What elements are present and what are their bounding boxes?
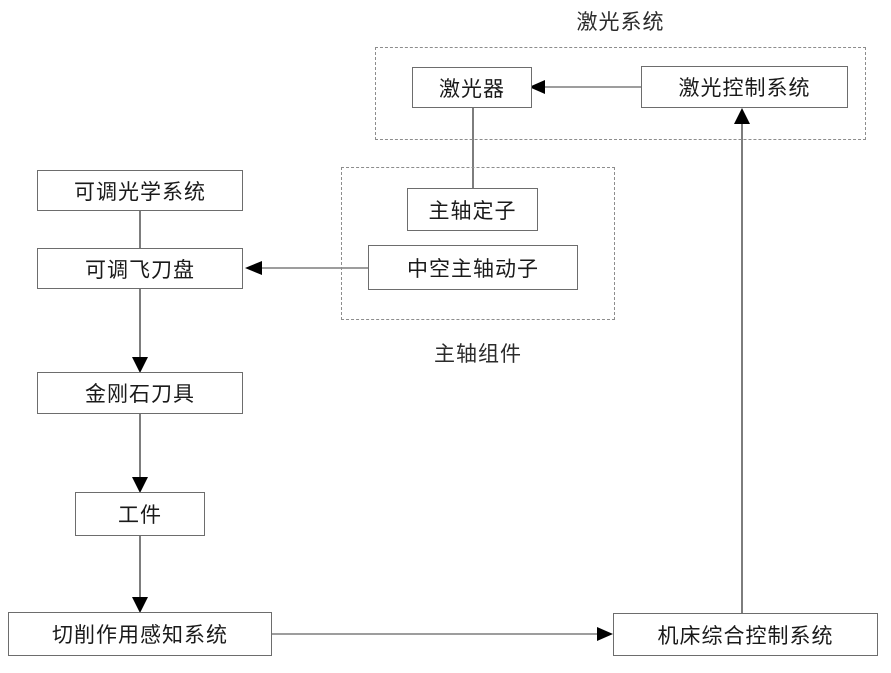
node-diamond-tool[interactable]: 金刚石刀具 [37,372,243,414]
node-laser[interactable]: 激光器 [412,67,532,108]
group-label-spindle-assembly: 主轴组件 [434,342,522,366]
node-hollow-spindle-rotor[interactable]: 中空主轴动子 [368,245,578,290]
node-spindle-stator[interactable]: 主轴定子 [407,188,538,231]
node-workpiece[interactable]: 工件 [75,492,205,536]
edge-cutting-sensing-to-machine-control [272,627,613,641]
node-machine-integrated-control-system[interactable]: 机床综合控制系统 [613,613,878,656]
group-spindle-assembly [341,167,615,320]
edge-machine-control-to-laser-control [734,108,750,613]
edge-fly-cutter-to-diamond-tool [132,289,148,373]
group-laser-system [375,47,866,140]
node-adjustable-optical-system[interactable]: 可调光学系统 [37,170,243,211]
edge-workpiece-to-cutting-sensing [132,536,148,613]
node-laser-control[interactable]: 激光控制系统 [641,66,848,108]
group-label-laser-system: 激光系统 [576,10,665,34]
node-adjustable-fly-cutter-disc[interactable]: 可调飞刀盘 [37,248,243,289]
edge-diamond-tool-to-workpiece [132,414,148,493]
node-cutting-sensing-system[interactable]: 切削作用感知系统 [8,612,272,656]
